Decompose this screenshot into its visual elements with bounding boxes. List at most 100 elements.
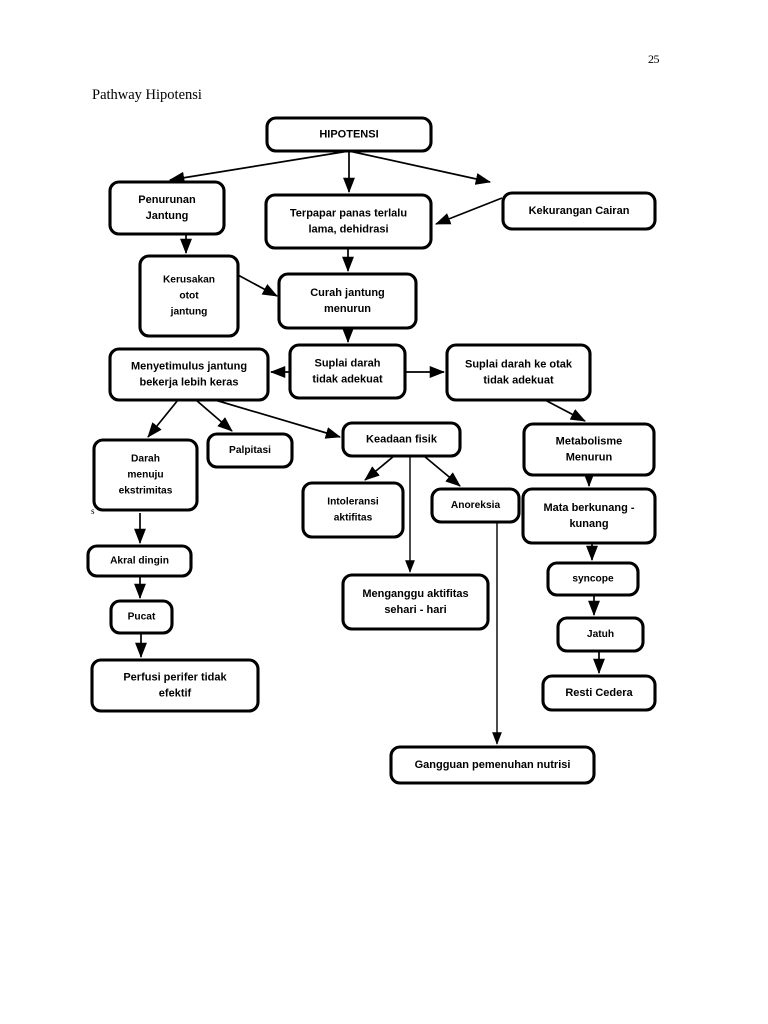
edge-kerusakan-to-curah	[237, 274, 278, 297]
node-label: jantung	[170, 307, 208, 318]
node-box	[86, 544, 193, 578]
node-darah_ekstrim[interactable]: Darah menuju ekstrimitas	[92, 438, 199, 512]
node-box	[206, 432, 294, 469]
node-label: Menganggu aktifitas	[362, 588, 468, 600]
node-label: bekerja lebih keras	[139, 376, 238, 388]
node-resti[interactable]: Resti Cedera	[541, 674, 657, 712]
node-label: efektif	[159, 687, 192, 699]
node-box	[430, 487, 521, 524]
node-label: Pucat	[128, 612, 156, 623]
node-label: Curah jantung	[310, 287, 385, 299]
edge-menyetimulus-to-darah_ekstrim	[147, 399, 179, 438]
node-curah[interactable]: Curah jantung menurun	[277, 272, 418, 330]
node-akral[interactable]: Akral dingin	[86, 544, 193, 578]
node-label: menuju	[127, 470, 163, 481]
node-label: tidak adekuat	[312, 373, 383, 385]
node-keadaan_fisik[interactable]: Keadaan fisik	[341, 421, 462, 458]
node-anoreksia[interactable]: Anoreksia	[430, 487, 521, 524]
node-box	[541, 674, 657, 712]
node-intoleransi[interactable]: Intoleransi aktifitas	[301, 481, 405, 539]
node-label: Penurunan	[138, 194, 196, 206]
node-box	[288, 343, 407, 400]
node-box	[265, 116, 433, 153]
node-label: Keadaan fisik	[366, 433, 438, 445]
node-gangguan[interactable]: Gangguan pemenuhan nutrisi	[389, 745, 596, 785]
node-label: lama, dehidrasi	[308, 223, 388, 235]
page-number: 25	[648, 52, 660, 66]
node-suplai_darah[interactable]: Suplai darah tidak adekuat	[288, 343, 407, 400]
node-box	[109, 599, 174, 635]
edge-keadaan_fisik-to-intoleransi	[364, 455, 395, 481]
node-label: Jatuh	[587, 629, 614, 640]
node-box	[556, 616, 645, 653]
node-label: aktifitas	[334, 513, 373, 524]
node-box	[92, 438, 199, 512]
node-label: Kerusakan	[163, 275, 215, 286]
node-label: Suplai darah ke otak	[465, 358, 573, 370]
node-pucat[interactable]: Pucat	[109, 599, 174, 635]
node-menganggu[interactable]: Menganggu aktifitas sehari - hari	[341, 573, 490, 631]
node-perfusi[interactable]: Perfusi perifer tidak efektif	[90, 658, 260, 713]
node-label: ekstrimitas	[119, 486, 173, 497]
node-label: tidak adekuat	[483, 374, 554, 386]
node-box	[341, 573, 490, 631]
node-box	[90, 658, 260, 713]
node-box	[108, 347, 270, 402]
node-label: Mata berkunang -	[543, 502, 634, 514]
node-box	[108, 180, 226, 236]
node-palpitasi[interactable]: Palpitasi	[206, 432, 294, 469]
edge-layer	[134, 150, 605, 745]
node-box	[546, 561, 640, 597]
node-label: sehari - hari	[384, 604, 446, 616]
node-label: Darah	[131, 454, 160, 465]
node-box	[521, 487, 657, 545]
node-box	[264, 193, 433, 250]
page-title: Pathway Hipotensi	[92, 87, 202, 103]
node-box	[445, 343, 592, 402]
node-box	[522, 422, 656, 477]
edge-menyetimulus-to-palpitasi	[195, 399, 233, 432]
node-mata[interactable]: Mata berkunang -kunang	[521, 487, 657, 545]
node-box	[277, 272, 418, 330]
node-label: Akral dingin	[110, 556, 169, 567]
node-terpapar[interactable]: Terpapar panas terlalu lama, dehidrasi	[264, 193, 433, 250]
node-label: Perfusi perifer tidak	[123, 671, 227, 683]
node-box	[138, 254, 240, 338]
node-label: Terpapar panas terlalu	[290, 207, 407, 219]
node-suplai_otak[interactable]: Suplai darah ke otak tidak adekuat	[445, 343, 592, 402]
stray-character: s	[91, 506, 95, 516]
node-kerusakan[interactable]: Kerusakan otot jantung	[138, 254, 240, 338]
node-label: Anoreksia	[451, 500, 501, 511]
node-label: Intoleransi	[327, 497, 379, 508]
node-box	[341, 421, 462, 458]
node-hipotensi[interactable]: HIPOTENSI	[265, 116, 433, 153]
node-kekurangan[interactable]: Kekurangan Cairan	[501, 191, 657, 231]
node-box	[301, 481, 405, 539]
edge-hipotensi-to-penurunan	[168, 150, 350, 184]
node-jatuh[interactable]: Jatuh	[556, 616, 645, 653]
node-label: menurun	[324, 303, 371, 315]
node-label: Kekurangan Cairan	[529, 205, 630, 217]
edge-hipotensi-to-kekurangan	[348, 150, 491, 185]
edge-keadaan_fisik-to-anoreksia	[423, 455, 461, 487]
edge-menyetimulus-to-keadaan_fisik	[214, 399, 341, 439]
node-label: Palpitasi	[229, 445, 271, 456]
node-label: otot	[179, 291, 199, 302]
node-label: Resti Cedera	[565, 687, 633, 699]
node-label: HIPOTENSI	[319, 128, 378, 140]
edge-suplai_otak-to-metabolisme	[544, 399, 586, 422]
node-label: Jantung	[146, 210, 189, 222]
node-label: syncope	[572, 574, 614, 585]
node-label: Suplai darah	[314, 357, 380, 369]
edge-kekurangan-to-terpapar	[435, 197, 503, 225]
node-syncope[interactable]: syncope	[546, 561, 640, 597]
node-box	[389, 745, 596, 785]
node-label: Metabolisme	[556, 435, 623, 447]
node-box	[501, 191, 657, 231]
